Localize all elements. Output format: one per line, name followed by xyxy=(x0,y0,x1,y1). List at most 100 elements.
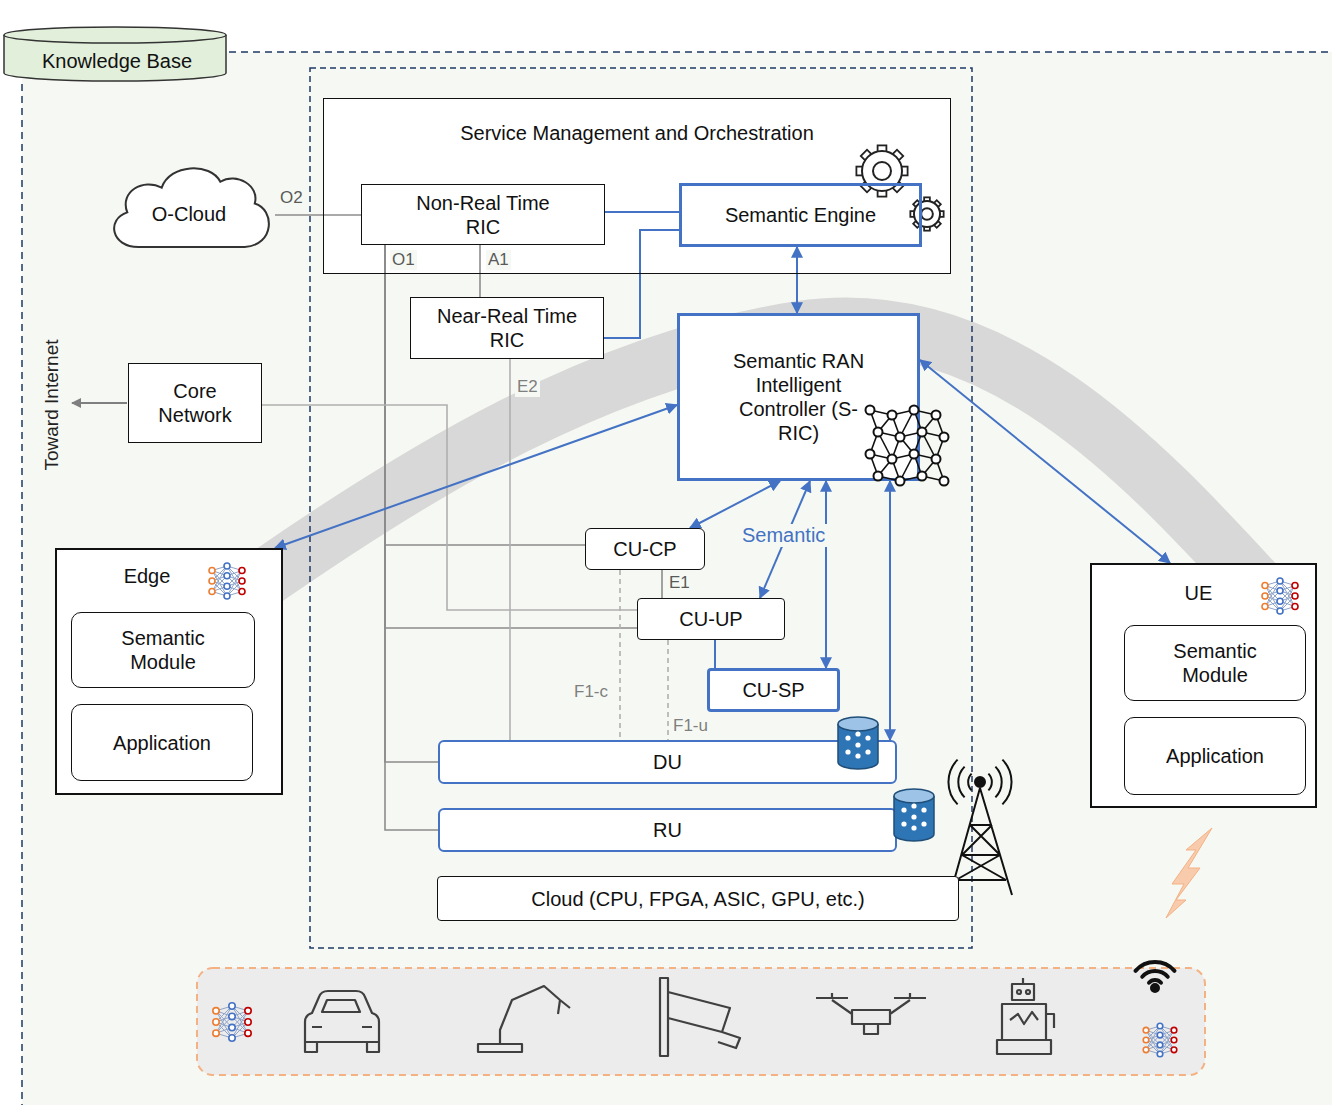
neural-network-icon xyxy=(199,556,255,606)
nn-link xyxy=(1265,581,1280,586)
nn-link xyxy=(227,576,242,592)
s-ric-box: Semantic RAN Intelligent Controller (S-R… xyxy=(677,313,920,481)
interface-name: A1 xyxy=(486,250,511,270)
database-body xyxy=(838,724,878,769)
gear-icons xyxy=(844,129,964,259)
network-link xyxy=(892,454,914,459)
nn-link xyxy=(1280,596,1295,611)
semantic-link xyxy=(714,640,716,668)
semantic-link xyxy=(275,405,677,548)
nn-unit xyxy=(1292,604,1298,610)
nn-link xyxy=(1265,586,1280,612)
semantic-link xyxy=(796,247,798,313)
nn-unit xyxy=(209,578,215,584)
wifi-arc xyxy=(1136,962,1175,971)
cylinder-top xyxy=(4,27,226,43)
nn-link xyxy=(1280,607,1295,612)
nn-link xyxy=(212,566,227,592)
tower-stroke xyxy=(995,767,1001,798)
box-label: Near-Real Time RIC xyxy=(432,304,582,352)
nn-unit xyxy=(239,578,245,584)
network-link xyxy=(878,459,892,476)
box-label: CU-SP xyxy=(742,678,804,702)
box-label: Semantic RAN Intelligent Controller (S-R… xyxy=(724,349,874,445)
region-outline xyxy=(22,52,1332,1105)
nn-unit xyxy=(1262,593,1268,599)
nn-unit xyxy=(239,589,245,595)
nn-unit xyxy=(209,589,215,595)
region-ground xyxy=(22,52,1332,1105)
nn-link xyxy=(1265,586,1280,591)
database-body xyxy=(894,796,934,841)
neural-network-icon xyxy=(1252,571,1308,621)
non-rt-ric-box: Non-Real Time RIC xyxy=(361,184,605,245)
semantic-link xyxy=(605,211,679,213)
nn-link xyxy=(1280,586,1295,591)
tower-stroke xyxy=(948,760,957,805)
network-node xyxy=(896,477,905,486)
edge-box: EdgeSemantic ModuleApplication xyxy=(55,548,283,795)
network-link xyxy=(922,432,944,437)
wifi-arc xyxy=(1142,971,1168,977)
nn-unit xyxy=(245,1019,251,1025)
nn-link xyxy=(227,566,242,581)
network-link xyxy=(900,476,922,481)
application-box: Application xyxy=(1124,717,1306,795)
interface-name: E2 xyxy=(515,377,540,397)
database-dot xyxy=(865,749,870,754)
network-link xyxy=(922,415,936,432)
box-label: Semantic Module xyxy=(103,626,223,674)
gear-tooth xyxy=(937,211,944,217)
network-node xyxy=(896,433,905,442)
network-link xyxy=(900,410,914,437)
box-label: Core Network xyxy=(145,379,245,427)
nn-link xyxy=(227,571,242,576)
ue-box: UESemantic ModuleApplication xyxy=(1090,563,1317,808)
nn-unit xyxy=(213,1019,219,1025)
nn-link xyxy=(1265,581,1280,596)
box-label: RU xyxy=(653,818,682,842)
network-link xyxy=(878,415,892,432)
network-link xyxy=(922,432,936,459)
network-link xyxy=(900,454,914,481)
network-node xyxy=(932,455,941,464)
box-label: Cloud (CPU, FPGA, ASIC, GPU, etc.) xyxy=(531,887,864,911)
wireless-link-bolt xyxy=(1166,828,1212,918)
nn-unit xyxy=(1277,578,1283,584)
nn-link xyxy=(1280,586,1295,602)
nn-unit xyxy=(224,593,230,599)
interface-link xyxy=(661,570,663,598)
network-node xyxy=(910,406,919,415)
box-label: Semantic Module xyxy=(1155,639,1275,687)
nn-link xyxy=(212,571,227,576)
o-ran-boundary xyxy=(310,68,972,948)
smo-box: Service Management and OrchestrationNon-… xyxy=(323,98,951,274)
cu-cp-box: CU-CP xyxy=(585,528,705,570)
network-node xyxy=(866,406,875,415)
database-dot xyxy=(911,814,916,819)
semantic-module-box: Semantic Module xyxy=(71,612,255,688)
nn-link xyxy=(212,586,227,591)
internet-arrow xyxy=(72,402,127,404)
box-label: CU-CP xyxy=(613,537,676,561)
network-link xyxy=(870,432,878,454)
nn-unit xyxy=(1157,1051,1163,1057)
gear-hub xyxy=(921,208,933,220)
network-link xyxy=(936,437,944,459)
semantic-link xyxy=(690,481,780,528)
du-box: DU xyxy=(438,740,897,784)
database-icon xyxy=(836,716,880,770)
device-band xyxy=(197,968,1205,1075)
gear-tooth xyxy=(890,150,903,163)
nn-link xyxy=(212,576,227,581)
box-label: Non-Real Time RIC xyxy=(408,191,558,239)
network-link xyxy=(892,415,900,437)
nn-unit xyxy=(1262,604,1268,610)
robot-eye xyxy=(1026,990,1030,994)
gear-hub xyxy=(873,162,891,180)
network-link xyxy=(922,459,936,476)
nn-link xyxy=(1280,591,1295,607)
database-dot xyxy=(921,821,926,826)
network-link xyxy=(900,437,914,454)
nn-unit xyxy=(213,1030,219,1036)
